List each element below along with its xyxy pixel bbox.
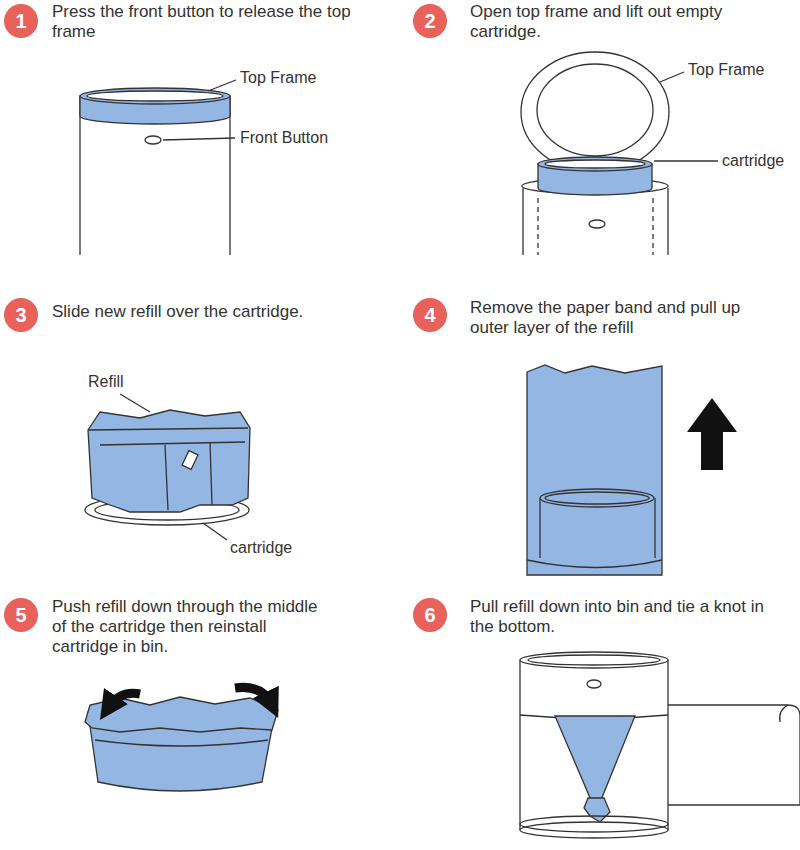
part-label: Top Frame xyxy=(688,60,764,80)
step-number-circle: 5 xyxy=(4,598,38,632)
step-number-circle: 3 xyxy=(4,298,38,332)
step-instruction: Push refill down through the middle of t… xyxy=(52,597,327,657)
step-instruction: Remove the paper band and pull up outer … xyxy=(470,298,780,338)
step-number: 4 xyxy=(424,304,435,327)
step-instruction: Press the front button to release the to… xyxy=(52,2,352,42)
step-instruction: Pull refill down into bin and tie a knot… xyxy=(470,597,770,637)
step-number-circle: 2 xyxy=(413,4,447,38)
step-number: 5 xyxy=(15,604,26,627)
part-label: Front Button xyxy=(240,128,328,148)
step-number: 1 xyxy=(15,10,26,33)
step-number-circle: 1 xyxy=(4,4,38,38)
step-number: 3 xyxy=(15,304,26,327)
part-label: Refill xyxy=(88,372,124,392)
step-instruction: Open top frame and lift out empty cartri… xyxy=(470,2,750,42)
part-label: Top Frame xyxy=(240,68,316,88)
step-number-circle: 4 xyxy=(413,298,447,332)
step-number-circle: 6 xyxy=(413,598,447,632)
step-number: 6 xyxy=(424,604,435,627)
part-label: cartridge xyxy=(722,151,784,171)
part-label: cartridge xyxy=(230,538,292,558)
step-instruction: Slide new refill over the cartridge. xyxy=(52,302,432,322)
step-number: 2 xyxy=(424,10,435,33)
